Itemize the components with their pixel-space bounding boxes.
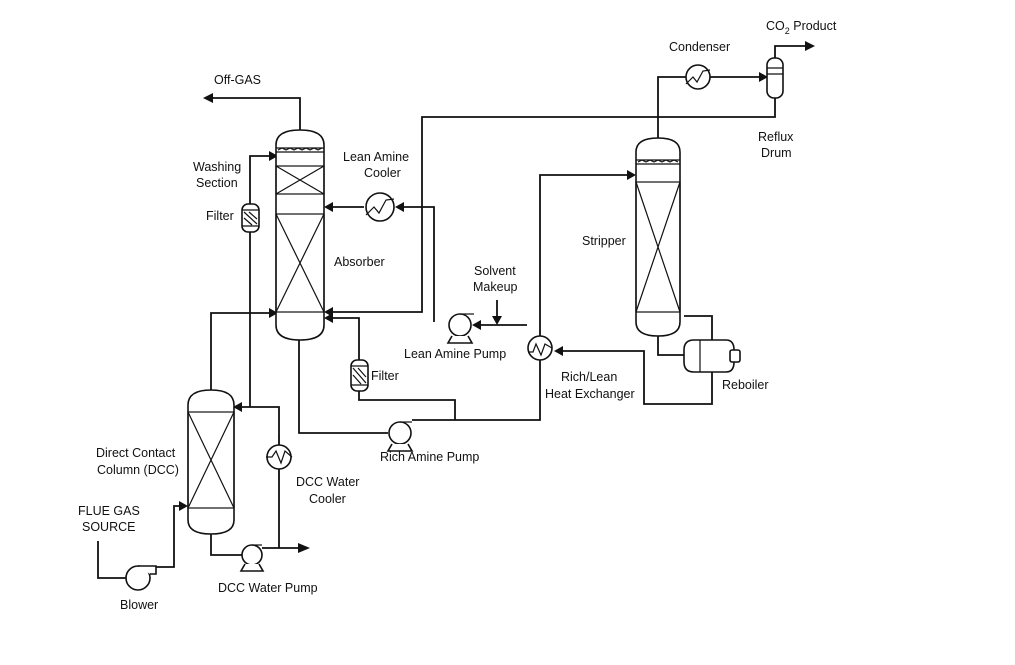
- dcc-column: [187, 389, 235, 535]
- washing-label-line2: Section: [196, 176, 238, 190]
- dcc-pump-label: DCC Water Pump: [218, 581, 318, 595]
- condenser-to-drum-arrow: [759, 72, 768, 82]
- filter-mid-label: Filter: [371, 369, 399, 383]
- rich-lean-heat-exchanger: [527, 335, 553, 361]
- piping: [97, 41, 815, 579]
- hx-to-lean-pump-arrow: [472, 320, 481, 330]
- off-gas-arrow: [203, 93, 213, 103]
- solvent-makeup-arrow: [492, 316, 502, 325]
- dcc-gas-to-absorber-line: [210, 312, 276, 390]
- lean-to-hx-arrow: [554, 346, 563, 356]
- co2-product-label: CO2 Product: [766, 19, 837, 36]
- lean-amine-pump: [446, 313, 474, 344]
- reflux-drum-label-line1: Reflux: [758, 130, 794, 144]
- co2-subscript: 2: [785, 26, 790, 36]
- dcc-bottom-to-pump-line: [210, 534, 242, 556]
- stripper-overhead-line: [657, 76, 686, 138]
- filter-to-absorber-line: [326, 317, 360, 360]
- washing-label-line1: Washing: [193, 160, 241, 174]
- reflux-drum: [766, 57, 784, 99]
- filter-mid: [350, 359, 369, 392]
- rich-to-stripper-arrow: [627, 170, 636, 180]
- filter-top: [241, 203, 260, 233]
- hx-to-stripper-line: [539, 174, 634, 337]
- hx-label-line1: Rich/Lean: [561, 370, 617, 384]
- reboiler: [683, 339, 741, 373]
- dcc-water-cooler-line: [234, 406, 280, 548]
- flue-gas-label-line2: SOURCE: [82, 520, 135, 534]
- dcc-gas-arrow: [269, 308, 278, 318]
- off-gas-line: [212, 97, 301, 130]
- rich-pump-discharge-line: [412, 360, 541, 421]
- lean-from-reboiler-line: [556, 350, 713, 405]
- reflux-line: [326, 98, 776, 313]
- labels: Off-GAS CO2 Product Condenser Reflux Dru…: [78, 19, 837, 612]
- blower-to-dcc-arrow: [179, 501, 188, 511]
- hx-label-line2: Heat Exchanger: [545, 387, 635, 401]
- solvent-makeup-label-line2: Makeup: [473, 280, 518, 294]
- reboiler-vapor-line: [684, 315, 713, 340]
- dcc-water-cooler: [266, 434, 293, 480]
- lean-pump-label: Lean Amine Pump: [404, 347, 506, 361]
- flue-gas-label-line1: FLUE GAS: [78, 504, 140, 518]
- lean-amine-cooler: [365, 192, 395, 222]
- reboiler-label: Reboiler: [722, 378, 769, 392]
- lean-pump-to-cooler-line: [397, 206, 435, 322]
- solvent-makeup-label-line1: Solvent: [474, 264, 516, 278]
- stripper-column: [635, 137, 681, 337]
- wash-water-arrow: [269, 151, 278, 161]
- dcc-cooler-label-line1: DCC Water: [296, 475, 359, 489]
- absorber-label: Absorber: [334, 255, 385, 269]
- lean-cooler-label-line1: Lean Amine: [343, 150, 409, 164]
- co2-product-arrow: [805, 41, 815, 51]
- off-gas-label: Off-GAS: [214, 73, 261, 87]
- dcc-water-pump: [239, 544, 265, 572]
- wash-water-to-top-line: [249, 155, 276, 204]
- dcc-water-return-arrow: [233, 402, 242, 412]
- reflux-drum-label-line2: Drum: [761, 146, 792, 160]
- blower-to-dcc-line: [150, 505, 186, 568]
- condenser-label: Condenser: [669, 40, 730, 54]
- blower-label: Blower: [120, 598, 158, 612]
- lean-to-cooler-arrow: [395, 202, 404, 212]
- rich-pump-label: Rich Amine Pump: [380, 450, 479, 464]
- dcc-water-out-arrow: [298, 543, 310, 553]
- lean-cooler-label-line2: Cooler: [364, 166, 401, 180]
- dcc-cooler-label-line2: Cooler: [309, 492, 346, 506]
- stripper-label: Stripper: [582, 234, 626, 248]
- dcc-label-line1: Direct Contact: [96, 446, 176, 460]
- rich-amine-line: [298, 338, 388, 434]
- absorber-column: [275, 129, 325, 341]
- condenser: [685, 64, 711, 90]
- lean-to-absorber-arrow: [324, 202, 333, 212]
- reflux-arrow: [324, 307, 333, 317]
- co2-product-line: [774, 45, 806, 58]
- dcc-label-line2: Column (DCC): [97, 463, 179, 477]
- rich-amine-pump: [386, 421, 414, 452]
- filter-top-label: Filter: [206, 209, 234, 223]
- flue-gas-line: [97, 541, 126, 579]
- blower: [125, 565, 157, 591]
- filter-recycle-line: [358, 391, 456, 420]
- stripper-bottom-line: [657, 336, 684, 356]
